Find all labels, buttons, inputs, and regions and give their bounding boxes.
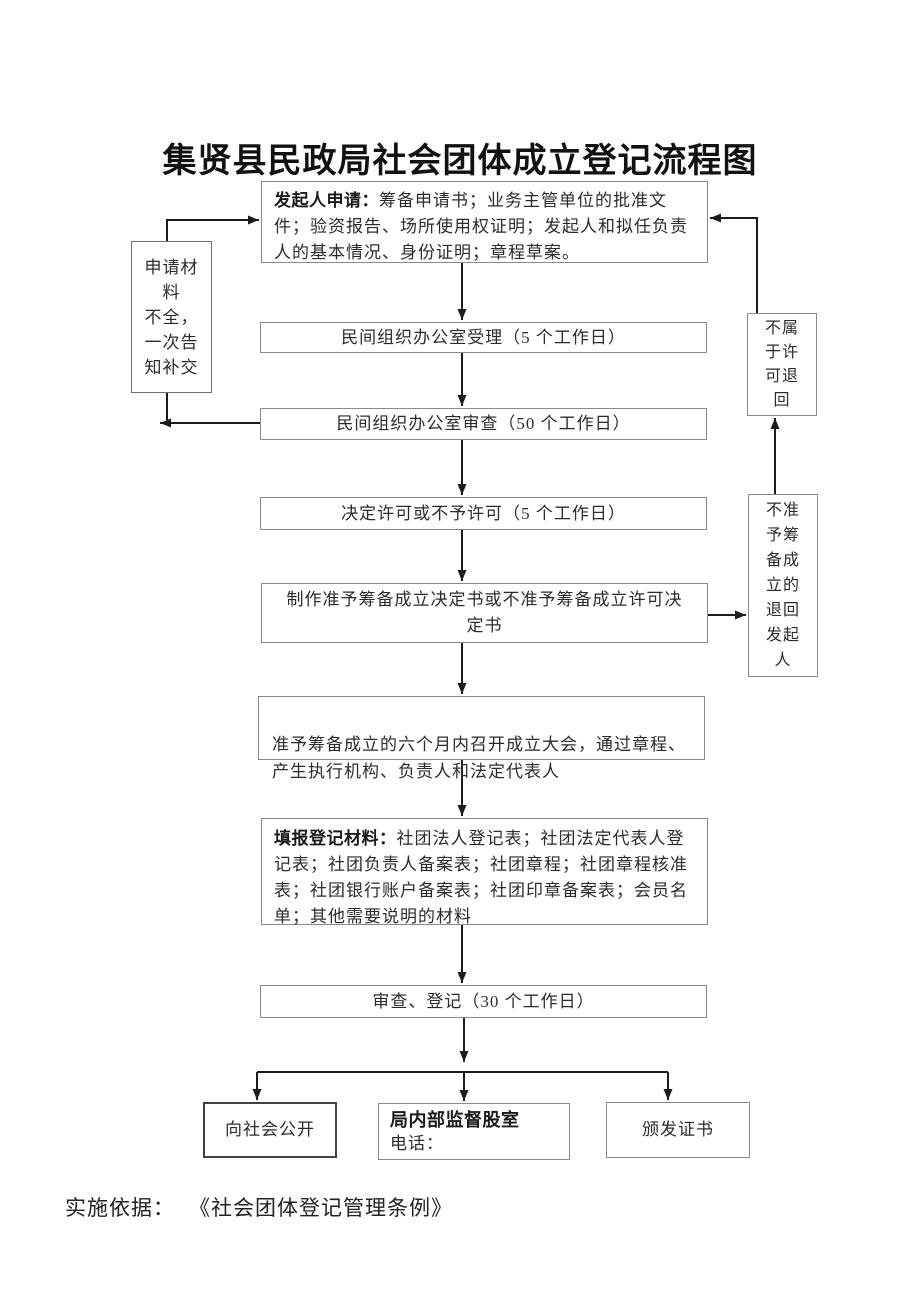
implementation-basis-label: 实施依据： — [65, 1196, 175, 1220]
implementation-basis-value: 《社会团体登记管理条例》 — [189, 1196, 453, 1220]
decision-document-label: 制作准予筹备成立决定书或不准予筹备成立许可决 定书 — [286, 590, 683, 635]
applicant-box-body: 筹备申请书；业务主管单位的批准文件；验资报告、场所使用权证明；发起人和拟任负责人… — [274, 191, 688, 262]
page-title: 集贤县民政局社会团体成立登记流程图 — [162, 142, 758, 180]
applicant-box-lead: 发起人申请： — [274, 191, 379, 210]
decision-document-box: 制作准予筹备成立决定书或不准予筹备成立许可决 定书 — [261, 583, 708, 643]
decision-box: 决定许可或不予许可（5 个工作日） — [260, 497, 707, 530]
incomplete-materials-label: 申请材 料 不全， 一次告 知补交 — [144, 257, 199, 377]
registration-materials-body: 社团法人登记表；社团法定代表人登记表；社团负责人备案表；社团章程；社团章程核准表… — [274, 829, 688, 926]
non-licensable-return-box: 不属 于许 可退 回 — [747, 313, 817, 416]
assembly-box-label: 准予筹备成立的六个月内召开成立大会，通过章程、 产生执行机构、负责人和法定代表人 — [272, 735, 686, 781]
arrow-incomplete-to-applicant — [166, 215, 259, 241]
applicant-box: 发起人申请：筹备申请书；业务主管单位的批准文件；验资报告、场所使用权证明；发起人… — [261, 181, 708, 263]
implementation-basis: 实施依据： 《社会团体登记管理条例》 — [65, 1192, 453, 1222]
register-box: 审查、登记（30 个工作日） — [260, 985, 707, 1018]
review-box: 民间组织办公室审查（50 个工作日） — [260, 408, 707, 440]
supervision-box: 局内部监督股室 电话： — [378, 1103, 570, 1160]
publicize-box: 向社会公开 — [203, 1102, 337, 1158]
arrow-nonlicensable-to-applicant — [710, 213, 758, 313]
not-approved-return-label: 不准 予筹 备成 立的 退回 发起 人 — [765, 502, 800, 669]
publicize-box-label: 向社会公开 — [225, 1120, 315, 1139]
incomplete-materials-box: 申请材 料 不全， 一次告 知补交 — [131, 241, 212, 393]
not-approved-return-box: 不准 予筹 备成 立的 退回 发起 人 — [748, 494, 818, 677]
registration-materials-lead: 填报登记材料： — [274, 829, 397, 848]
acceptance-box: 民间组织办公室受理（5 个工作日） — [260, 322, 707, 353]
review-box-label: 民间组织办公室审查（50 个工作日） — [336, 414, 631, 433]
acceptance-box-label: 民间组织办公室受理（5 个工作日） — [341, 327, 626, 347]
assembly-box: 准予筹备成立的六个月内召开成立大会，通过章程、 产生执行机构、负责人和法定代表人 — [258, 696, 705, 781]
supervision-box-phone: 电话： — [390, 1134, 444, 1153]
certificate-box: 颁发证书 — [606, 1102, 750, 1158]
registration-materials-box: 填报登记材料：社团法人登记表；社团法定代表人登记表；社团负责人备案表；社团章程；… — [261, 818, 708, 926]
non-licensable-return-label: 不属 于许 可退 回 — [764, 319, 799, 409]
register-box-label: 审查、登记（30 个工作日） — [372, 991, 595, 1011]
certificate-box-label: 颁发证书 — [642, 1120, 714, 1139]
supervision-box-lead: 局内部监督股室 — [390, 1110, 520, 1130]
decision-box-label: 决定许可或不予许可（5 个工作日） — [341, 503, 626, 523]
